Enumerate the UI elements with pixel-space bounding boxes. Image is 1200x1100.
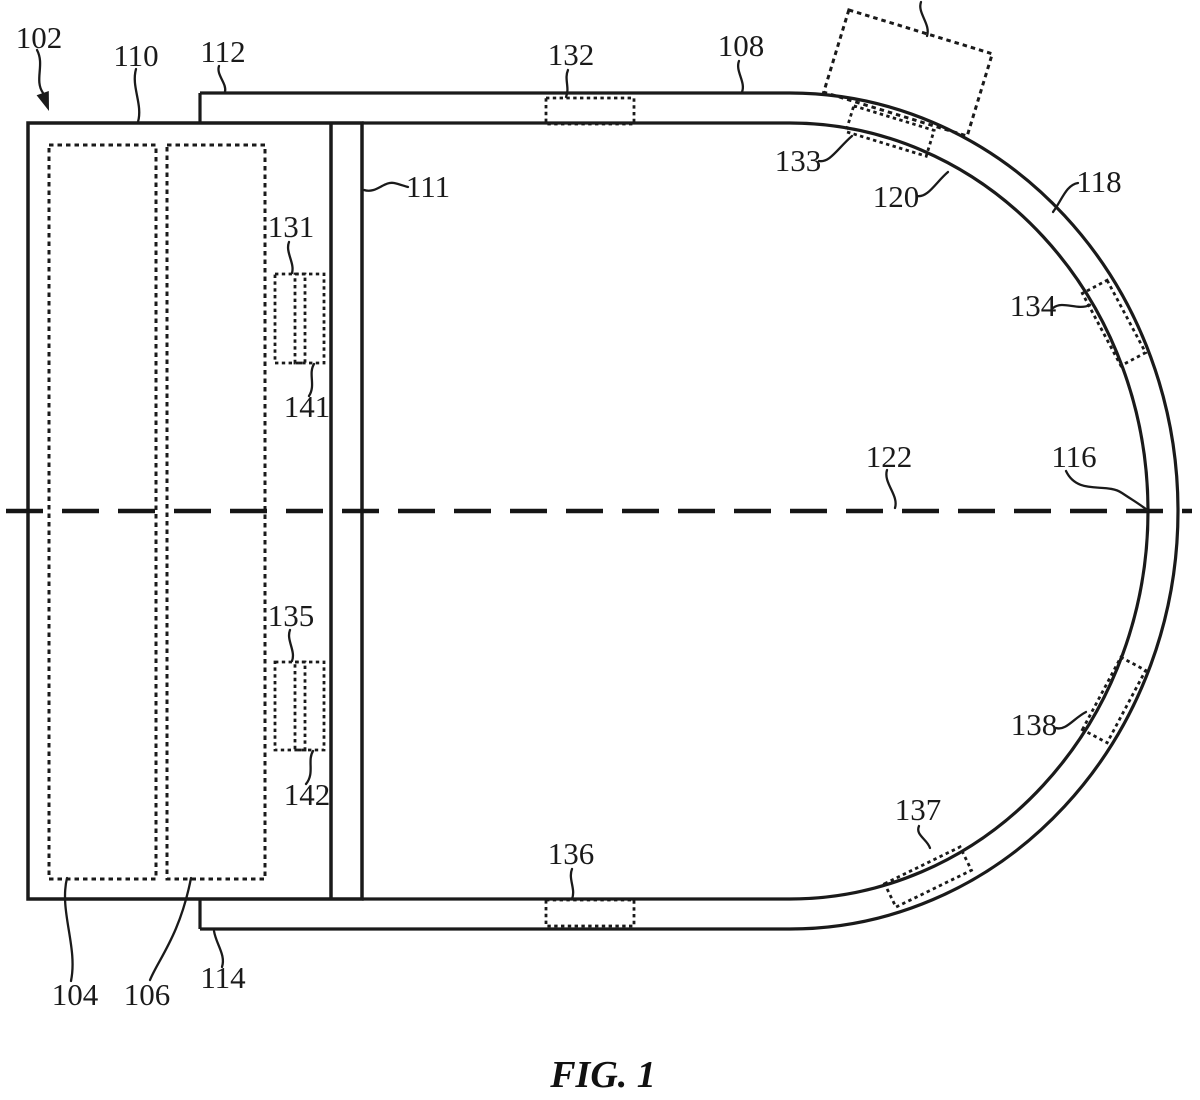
component-137-box [882,845,974,909]
component-131-inner-box [293,272,307,365]
reference-numerals: 102 110 112 132 108 133 120 118 134 122 … [16,20,1122,1012]
leader-110 [133,67,141,124]
ref-label-111: 111 [406,169,450,204]
ref-label-120: 120 [873,179,920,214]
ref-label-110: 110 [113,38,158,73]
ref-label-102: 102 [16,20,63,55]
component-132-box [544,96,636,126]
ref-label-122: 122 [866,439,913,474]
figure-caption: FIG. 1 [549,1054,656,1096]
external-module-box [821,8,995,138]
leader-106 [148,876,193,982]
leader-112 [217,64,227,94]
leader-111 [362,181,410,192]
component-135-142-assembly [273,660,326,752]
component-136-box [544,898,636,928]
component-138-box [1080,655,1148,745]
leader-122 [885,468,897,510]
ref-label-106: 106 [124,977,171,1012]
sensor-components [273,8,1148,928]
leader-134 [1051,303,1092,310]
component-133-box [844,104,936,158]
leader-external-module [919,0,929,38]
ref-label-142: 142 [284,777,331,812]
leader-114 [212,929,225,969]
ref-label-118: 118 [1076,164,1121,199]
internal-display-modules [47,143,267,881]
leader-120 [915,170,950,198]
arrow-102-head [36,91,49,111]
ref-label-135: 135 [268,598,315,633]
leader-135 [287,628,295,663]
leader-136 [569,867,575,901]
leader-lines [35,0,1149,983]
leader-131 [286,240,294,275]
ref-label-132: 132 [548,37,595,72]
component-141-outer-box [273,272,326,365]
arrow-102-shaft [35,48,45,95]
ref-label-133: 133 [775,143,822,178]
band-outer-edge [200,91,1180,931]
component-131-141-assembly [273,272,326,365]
ref-label-141: 141 [284,389,331,424]
leader-141 [307,362,316,398]
ref-label-137: 137 [895,792,942,827]
ref-label-131: 131 [268,209,315,244]
ref-label-112: 112 [200,34,245,69]
leader-137 [917,824,932,850]
display-module-left [47,143,158,881]
leader-133 [817,134,854,163]
ref-label-134: 134 [1010,288,1057,323]
leader-116 [1064,469,1149,512]
leader-104 [63,876,74,983]
component-135-inner-box [293,660,307,752]
component-142-outer-box [273,660,326,752]
leader-132 [564,68,570,99]
leader-108 [736,59,745,94]
leader-142 [304,749,315,786]
leader-138 [1054,710,1088,730]
component-134-box [1080,278,1148,368]
leader-118 [1051,181,1080,214]
ref-label-104: 104 [52,977,99,1012]
ref-label-114: 114 [200,960,246,995]
ref-label-138: 138 [1011,707,1058,742]
pointer-arrow-102 [35,48,49,111]
ref-label-108: 108 [718,28,765,63]
ref-label-136: 136 [548,836,595,871]
ref-label-116: 116 [1051,439,1096,474]
